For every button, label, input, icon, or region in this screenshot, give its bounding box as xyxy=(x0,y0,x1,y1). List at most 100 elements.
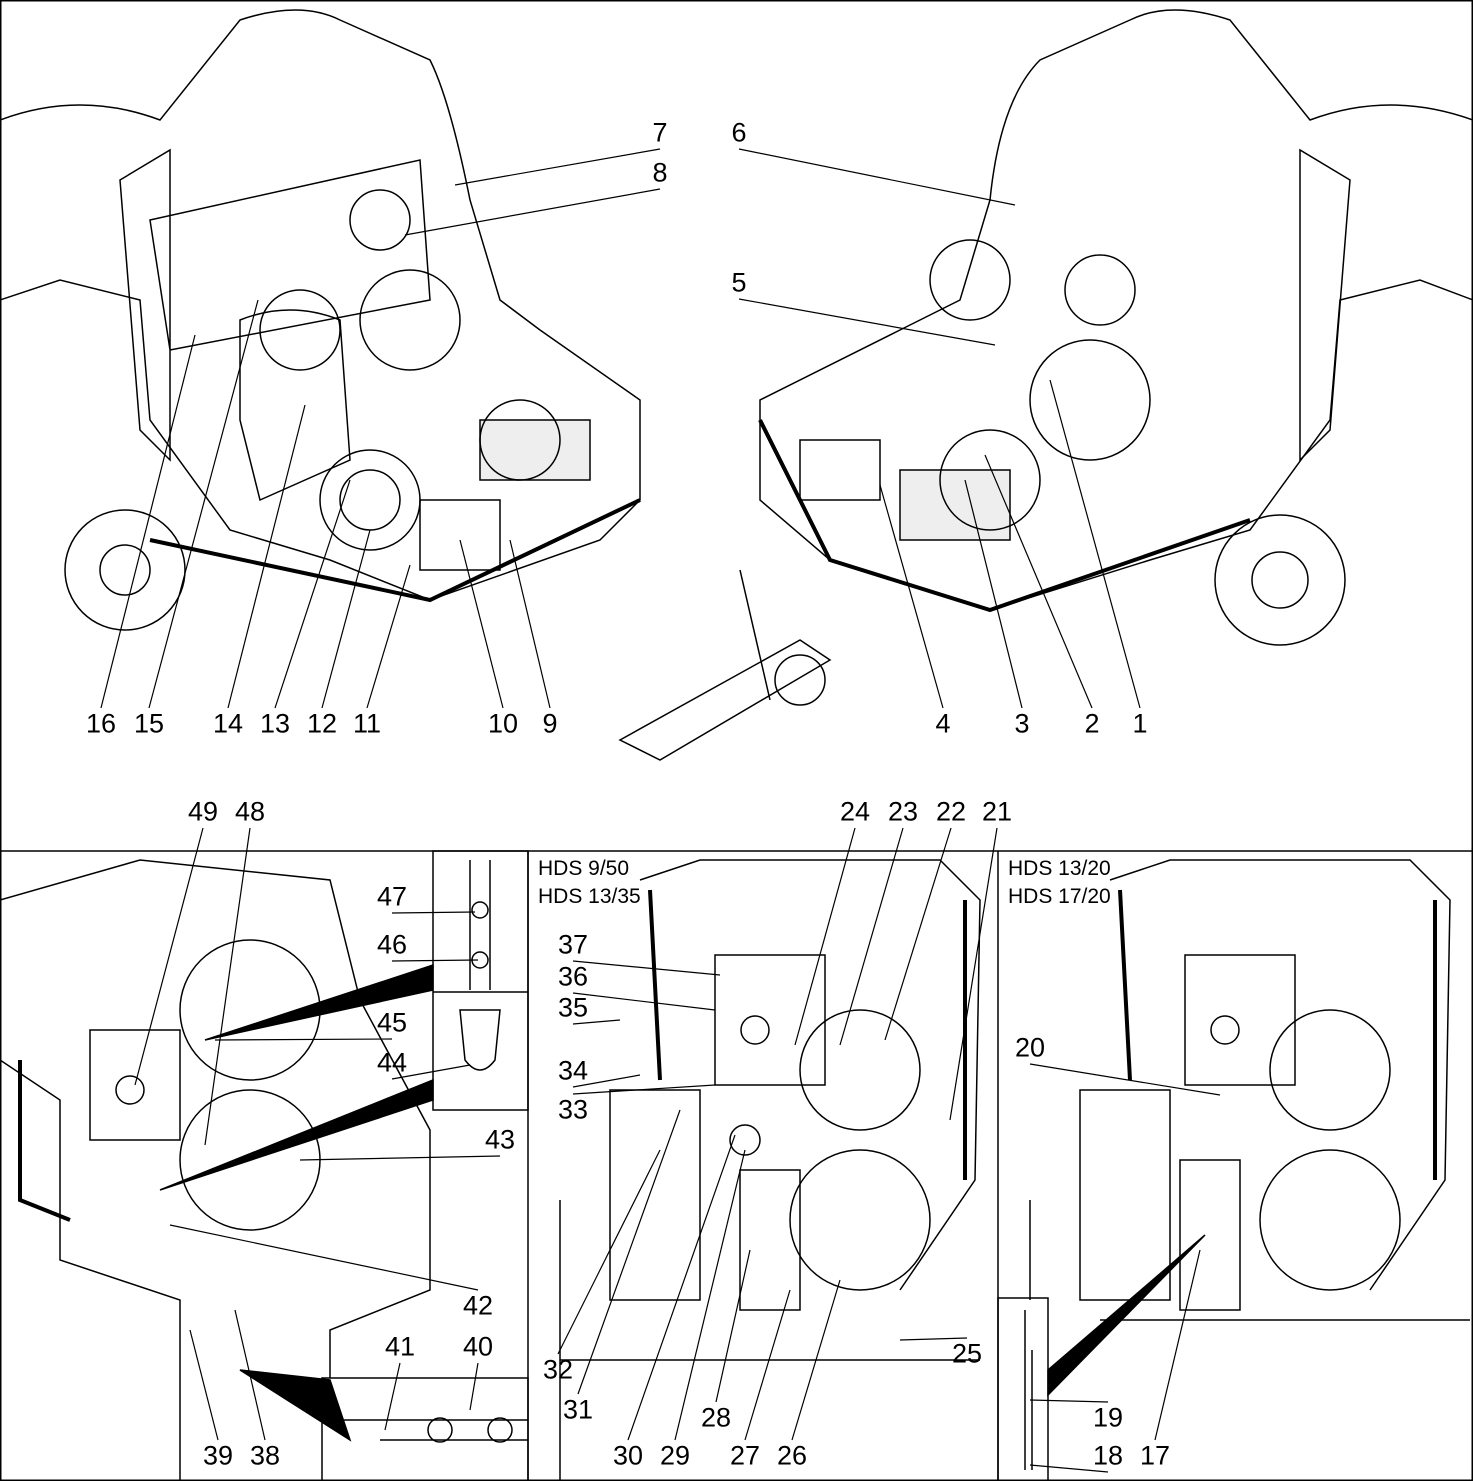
leader-line xyxy=(879,484,944,709)
leader-line xyxy=(366,564,411,709)
leader-line xyxy=(884,827,952,1041)
leader-line xyxy=(674,1149,746,1441)
callout-number: 2 xyxy=(1084,708,1100,739)
callout-number: 10 xyxy=(487,708,519,739)
round-part xyxy=(479,399,561,481)
leader-line xyxy=(148,299,259,709)
round-part xyxy=(789,1149,931,1291)
round-parts xyxy=(64,189,1401,1443)
leader-line xyxy=(469,1362,479,1411)
callout-number: 25 xyxy=(951,1338,983,1369)
leader-line xyxy=(794,827,856,1046)
leader-line xyxy=(100,334,196,709)
round-part xyxy=(1259,1149,1401,1291)
leader-lines xyxy=(100,148,1221,1473)
leader-line xyxy=(839,827,904,1046)
callout-number: 45 xyxy=(376,1007,408,1038)
leader-line xyxy=(204,827,251,1146)
round-part xyxy=(929,239,1011,321)
callout-number: 48 xyxy=(234,796,266,827)
round-part xyxy=(799,1009,921,1131)
callout-number: 21 xyxy=(981,796,1013,827)
callout-number: 29 xyxy=(659,1440,691,1471)
callout-number: 40 xyxy=(462,1331,494,1362)
callout-number: 32 xyxy=(542,1354,574,1385)
round-part xyxy=(1251,551,1309,609)
leader-line xyxy=(577,1109,681,1395)
leader-line xyxy=(189,1329,219,1441)
leader-line xyxy=(572,992,716,1011)
callout-number: 28 xyxy=(700,1402,732,1433)
round-part xyxy=(487,1417,513,1443)
callout-number: 14 xyxy=(212,708,244,739)
callout-number: 8 xyxy=(652,157,668,188)
leader-line xyxy=(627,1134,736,1441)
leader-line xyxy=(964,479,1023,709)
leader-line xyxy=(214,1038,393,1041)
callout-number: 49 xyxy=(187,796,219,827)
callout-number: 13 xyxy=(259,708,291,739)
round-part xyxy=(1210,1015,1240,1045)
round-part xyxy=(339,469,401,531)
callout-number: 3 xyxy=(1014,708,1030,739)
round-part xyxy=(729,1124,761,1156)
round-part xyxy=(349,189,411,251)
leader-line xyxy=(391,1064,471,1080)
callout-number: 44 xyxy=(376,1047,408,1078)
callout-number: 9 xyxy=(542,708,558,739)
model-label-group-right: HDS 13/20 HDS 17/20 xyxy=(1008,855,1111,911)
leader-line xyxy=(1154,1249,1201,1441)
callout-number: 15 xyxy=(133,708,165,739)
leader-line xyxy=(791,1279,841,1441)
leader-line xyxy=(234,1309,266,1441)
leader-line xyxy=(274,479,351,709)
leader-line xyxy=(391,911,476,914)
callout-number: 31 xyxy=(562,1394,594,1425)
callout-number: 34 xyxy=(557,1055,589,1086)
round-part xyxy=(1029,339,1151,461)
callout-number: 46 xyxy=(376,929,408,960)
round-part xyxy=(939,429,1041,531)
machine-rear-views xyxy=(0,859,1470,1481)
leader-line xyxy=(572,1074,641,1088)
callout-number: 42 xyxy=(462,1290,494,1321)
leader-line xyxy=(738,298,996,346)
leader-line xyxy=(572,1084,716,1095)
callout-number: 27 xyxy=(729,1440,761,1471)
round-part xyxy=(774,654,826,706)
leader-line xyxy=(949,827,998,1121)
model-label: HDS 13/20 xyxy=(1008,857,1111,880)
callout-number: 18 xyxy=(1092,1440,1124,1471)
callout-number: 39 xyxy=(202,1440,234,1471)
leader-line xyxy=(227,404,306,709)
leader-line xyxy=(384,1362,401,1431)
leader-line xyxy=(1049,379,1141,709)
leader-line xyxy=(744,1289,791,1441)
model-label: HDS 13/35 xyxy=(538,885,641,908)
round-part xyxy=(1269,1009,1391,1131)
model-label-group-middle: HDS 9/50 HDS 13/35 xyxy=(538,855,641,911)
callout-number: 38 xyxy=(249,1440,281,1471)
leader-line xyxy=(738,148,1016,206)
callout-number: 37 xyxy=(557,929,589,960)
callout-number: 17 xyxy=(1139,1440,1171,1471)
callout-number: 12 xyxy=(306,708,338,739)
round-part xyxy=(64,509,186,631)
round-part xyxy=(319,449,421,551)
round-part xyxy=(179,939,321,1081)
callout-number: 19 xyxy=(1092,1402,1124,1433)
model-label: HDS 17/20 xyxy=(1008,885,1111,908)
leader-line xyxy=(572,960,721,976)
round-part xyxy=(471,901,489,919)
leader-line xyxy=(169,1224,479,1291)
callout-number: 36 xyxy=(557,961,589,992)
leader-line xyxy=(984,454,1093,709)
callout-number: 5 xyxy=(731,267,747,298)
callout-number: 26 xyxy=(776,1440,808,1471)
leader-line xyxy=(1029,1399,1109,1403)
leader-line xyxy=(572,1019,621,1025)
callout-number: 35 xyxy=(557,992,589,1023)
callout-number: 11 xyxy=(352,708,382,739)
callout-number: 7 xyxy=(652,117,668,148)
